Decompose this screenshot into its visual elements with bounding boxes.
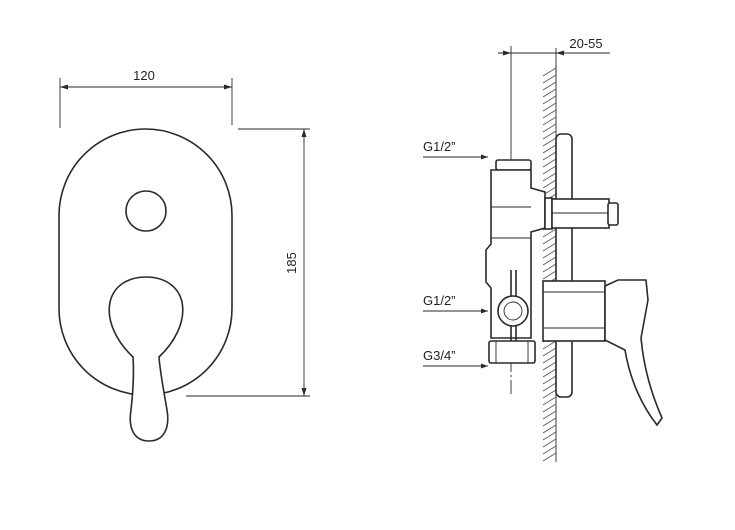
hatch-line (542, 382, 557, 392)
inlet-mid-callout: G1/2” (423, 293, 488, 314)
hatch-line (542, 424, 557, 434)
hatch-line (542, 130, 557, 140)
hatch-line (542, 165, 557, 175)
inlet-top-label: G1/2” (423, 139, 456, 154)
height-dimension: 185 (186, 128, 310, 397)
diverter-spindle (551, 198, 619, 229)
cross-fitting (497, 270, 529, 356)
hatch-line (542, 228, 557, 238)
hatch-line (542, 102, 557, 112)
outlet-label: G3/4” (423, 348, 456, 363)
hatch-line (542, 137, 557, 147)
hatch-line (542, 410, 557, 420)
hatch-line (542, 123, 557, 133)
outlet-callout: G3/4” (423, 348, 488, 369)
hatch-line (542, 256, 557, 266)
hatch-line (542, 445, 557, 455)
hatch-line (542, 88, 557, 98)
side-view: 20-55 (423, 36, 663, 462)
hatch-line (542, 340, 557, 350)
width-label: 120 (133, 68, 155, 83)
hatch-line (542, 172, 557, 182)
wall-hatch (542, 65, 557, 462)
hatch-line (542, 263, 557, 273)
hatch-line (542, 179, 557, 189)
hatch-line (542, 361, 557, 371)
hatch-line (542, 354, 557, 364)
width-dimension: 120 (59, 68, 233, 128)
hatch-line (542, 151, 557, 161)
hatch-line (542, 242, 557, 252)
hatch-line (542, 116, 557, 126)
valve-body (485, 159, 553, 339)
cover-plate-side (555, 133, 573, 398)
hatch-line (542, 431, 557, 441)
front-view: 120 185 (58, 68, 310, 442)
hatch-line (542, 417, 557, 427)
hatch-line (542, 375, 557, 385)
hatch-line (542, 235, 557, 245)
hatch-line (542, 158, 557, 168)
depth-dimension: 20-55 (498, 36, 610, 160)
hatch-line (542, 67, 557, 77)
diverter-knob (125, 190, 167, 232)
hatch-line (542, 109, 557, 119)
height-label: 185 (284, 252, 299, 274)
inlet-mid-label: G1/2” (423, 293, 456, 308)
hatch-line (542, 74, 557, 84)
hatch-line (542, 438, 557, 448)
hatch-line (542, 452, 557, 462)
hatch-line (542, 389, 557, 399)
hatch-line (542, 396, 557, 406)
hatch-line (542, 347, 557, 357)
mixer-lever (108, 276, 184, 442)
inlet-top-callout: G1/2” (423, 139, 488, 160)
hatch-line (542, 403, 557, 413)
hatch-line (542, 270, 557, 280)
hatch-line (542, 249, 557, 259)
hatch-line (542, 144, 557, 154)
depth-label: 20-55 (569, 36, 602, 51)
hatch-line (542, 368, 557, 378)
hatch-line (542, 95, 557, 105)
mixer-handle-side (542, 279, 663, 427)
hatch-line (542, 81, 557, 91)
outlet-fitting (488, 340, 536, 364)
